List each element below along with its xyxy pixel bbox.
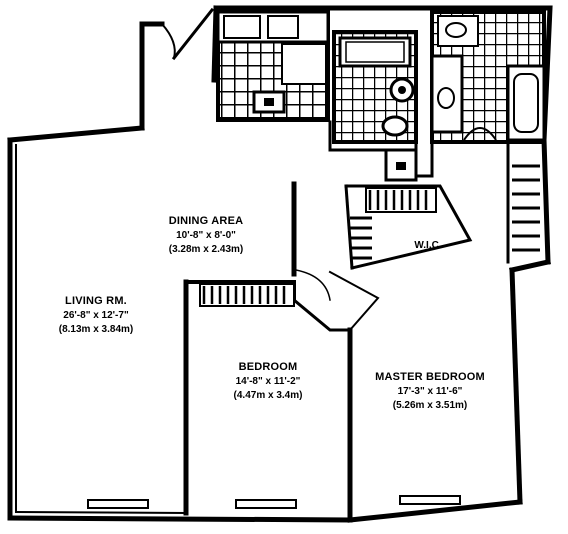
living-room-metric: (8.13m x 3.84m)	[59, 324, 134, 335]
dining-area-metric: (3.28m x 2.43m)	[169, 244, 244, 255]
master-bedroom-name: MASTER BEDROOM	[375, 371, 485, 383]
bedroom-imperial: 14'-8" x 11'-2"	[236, 376, 301, 387]
master-bedroom-metric: (5.26m x 3.51m)	[393, 400, 468, 411]
kitchen	[216, 10, 330, 122]
living-room-imperial: 26'-8" x 12'-7"	[63, 310, 129, 321]
bathroom-two	[430, 10, 546, 144]
bedroom-metric: (4.47m x 3.4m)	[234, 390, 303, 401]
interior-walls	[183, 120, 510, 523]
living-room-name: LIVING RM.	[65, 295, 127, 307]
closet-shelves	[199, 164, 540, 307]
dining-area-name: DINING AREA	[169, 215, 244, 227]
room-labels: DINING AREA 10'-8" x 8'-0" (3.28m x 2.43…	[59, 215, 485, 411]
windows	[87, 495, 461, 509]
master-bedroom-imperial: 17'-3" x 11'-6"	[398, 386, 463, 397]
walk-in-closet-name: W.I.C.	[414, 240, 441, 251]
bathroom-one	[332, 30, 418, 144]
bedroom-name: BEDROOM	[239, 361, 298, 373]
dining-area-imperial: 10'-8" x 8'-0"	[176, 230, 236, 241]
